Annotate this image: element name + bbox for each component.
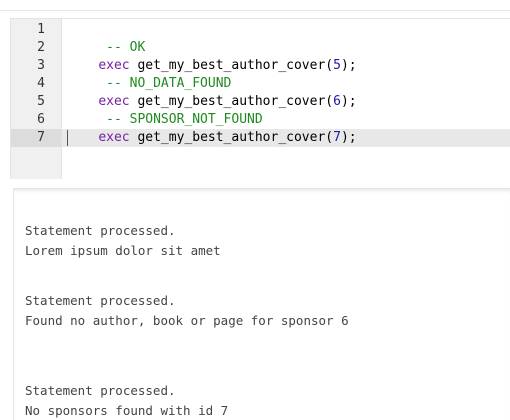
line-number: 1 [37,22,45,37]
line-number: 7 [37,130,45,145]
code-number: 6 [333,94,341,109]
code-line[interactable]: -- SPONSOR_NOT_FOUND [67,93,263,127]
code-keyword: exec [98,130,130,145]
text-cursor [67,130,68,146]
result-status: Statement processed. [25,223,176,238]
code-comment: -- SPONSOR_NOT_FOUND [98,112,263,127]
result-message: No sponsors found with id 7 [25,403,229,418]
line-number-gutter: 1 2 3 4 5 6 7 [11,19,62,179]
active-line-gutter-highlight [11,129,61,147]
top-toolbar-strip [0,0,510,11]
line-number: 3 [37,58,45,73]
code-line[interactable]: exec get_my_best_author_cover(7); [67,111,356,145]
code-comment: -- OK [98,40,146,55]
result-message: Found no author, book or page for sponso… [25,313,349,328]
code-keyword: exec [98,58,130,73]
code-comment: -- NO_DATA_FOUND [98,76,232,91]
code-line[interactable]: exec get_my_best_author_cover(6); [67,75,356,109]
code-procedure-call: get_my_best_author_cover( [129,94,334,109]
line-number: 4 [37,76,45,91]
code-number: 5 [333,58,341,73]
code-line[interactable]: exec get_my_best_author_cover(5); [67,39,356,73]
code-punctuation: ); [340,58,357,73]
result-message: Lorem ipsum dolor sit amet [25,243,221,258]
result-status: Statement processed. [25,293,176,308]
code-procedure-call: get_my_best_author_cover( [129,130,334,145]
result-status: Statement processed. [25,383,176,398]
line-number: 5 [37,94,45,109]
line-number: 2 [37,40,45,55]
active-line-highlight [11,129,510,147]
line-number: 6 [37,112,45,127]
code-punctuation: ); [340,94,357,109]
code-number: 7 [333,130,341,145]
code-punctuation: ); [340,130,357,145]
code-procedure-call: get_my_best_author_cover( [129,58,334,73]
results-panel: Statement processed. Lorem ipsum dolor s… [13,188,510,420]
code-line[interactable]: -- OK [67,21,145,55]
code-keyword: exec [98,94,130,109]
code-line[interactable]: -- NO_DATA_FOUND [67,57,231,91]
sql-editor[interactable]: 1 2 3 4 5 6 7 -- OK exec get_my_best_aut… [10,18,510,179]
